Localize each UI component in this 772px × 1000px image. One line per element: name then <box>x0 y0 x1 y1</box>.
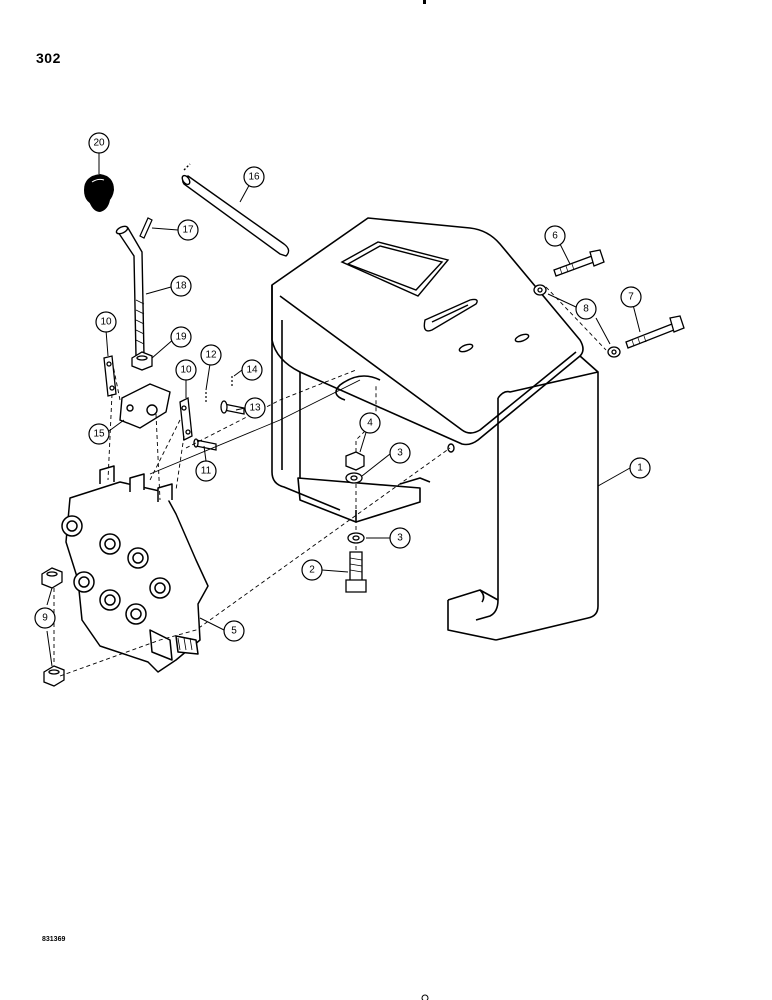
callout-bubbles <box>34 132 651 642</box>
callout-2 <box>301 559 323 581</box>
callout-18 <box>170 275 192 297</box>
knob <box>84 174 114 212</box>
callout-label-11: 11 <box>201 466 212 477</box>
callout-9 <box>34 607 56 629</box>
callout-11 <box>195 460 217 482</box>
washer-3-lower <box>347 532 365 544</box>
callout-6 <box>544 225 566 247</box>
callout-15 <box>88 423 110 445</box>
callout-labels: 20 16 17 18 10 19 12 10 14 13 15 11 4 3 … <box>42 138 643 637</box>
lever <box>115 225 145 357</box>
callout-17 <box>177 219 199 241</box>
callout-label-10a: 10 <box>100 317 112 328</box>
pin-11 <box>193 438 217 451</box>
nut-19 <box>131 351 153 371</box>
callout-label-7: 7 <box>628 292 634 303</box>
link-plate-left <box>103 355 117 397</box>
callout-label-20: 20 <box>93 138 105 149</box>
pin <box>139 217 153 239</box>
callout-label-3b: 3 <box>397 533 403 544</box>
callout-3b <box>389 527 411 549</box>
clevis-block <box>119 383 171 429</box>
callout-label-4: 4 <box>367 418 373 429</box>
callout-label-13: 13 <box>249 403 261 414</box>
callout-5 <box>223 620 245 642</box>
callout-4 <box>359 412 381 434</box>
callouts <box>46 153 641 667</box>
nut-4 <box>345 451 365 471</box>
callout-label-9: 9 <box>42 613 48 624</box>
bolt-13 <box>220 400 245 415</box>
cotter-pins <box>205 376 233 404</box>
callout-label-17: 17 <box>182 225 194 236</box>
callout-label-6: 6 <box>552 231 558 242</box>
nut-9-upper <box>41 567 63 589</box>
callout-7 <box>620 286 642 308</box>
callout-16 <box>243 166 265 188</box>
washer-3-upper <box>345 472 363 484</box>
callout-label-12: 12 <box>205 350 217 361</box>
image-code: 831369 <box>42 936 66 943</box>
nut-9-lower <box>43 665 65 687</box>
callout-label-10b: 10 <box>180 365 192 376</box>
bracket-housing <box>271 217 599 641</box>
bottom-mark <box>421 994 429 1000</box>
callout-label-1: 1 <box>637 463 643 474</box>
bolt-7 <box>625 315 685 349</box>
control-valve <box>61 465 209 673</box>
top-mark <box>423 0 426 4</box>
callout-label-3a: 3 <box>397 448 403 459</box>
callout-13 <box>244 397 266 419</box>
callout-19 <box>170 326 192 348</box>
callout-3a <box>389 442 411 464</box>
callout-label-14: 14 <box>246 365 258 376</box>
link-plate-right <box>179 396 193 442</box>
washers-8 <box>533 284 621 358</box>
bolt-6 <box>553 249 605 277</box>
bolt-2 <box>345 551 367 593</box>
callout-label-16: 16 <box>248 172 260 183</box>
housing-cutouts <box>340 241 530 453</box>
callout-14 <box>241 359 263 381</box>
callout-label-8: 8 <box>583 304 589 315</box>
callout-20 <box>88 132 110 154</box>
callout-1 <box>629 457 651 479</box>
callout-10b <box>175 359 197 381</box>
callout-10a <box>95 311 117 333</box>
callout-12 <box>200 344 222 366</box>
callout-label-2: 2 <box>309 565 315 576</box>
callout-label-19: 19 <box>175 332 187 343</box>
callout-8 <box>575 298 597 320</box>
callout-label-18: 18 <box>175 281 187 292</box>
page-number: 302 <box>36 50 61 66</box>
callout-label-5: 5 <box>231 626 237 637</box>
assembly-lines <box>53 286 607 677</box>
rod <box>181 163 290 257</box>
callout-label-15: 15 <box>93 429 105 440</box>
